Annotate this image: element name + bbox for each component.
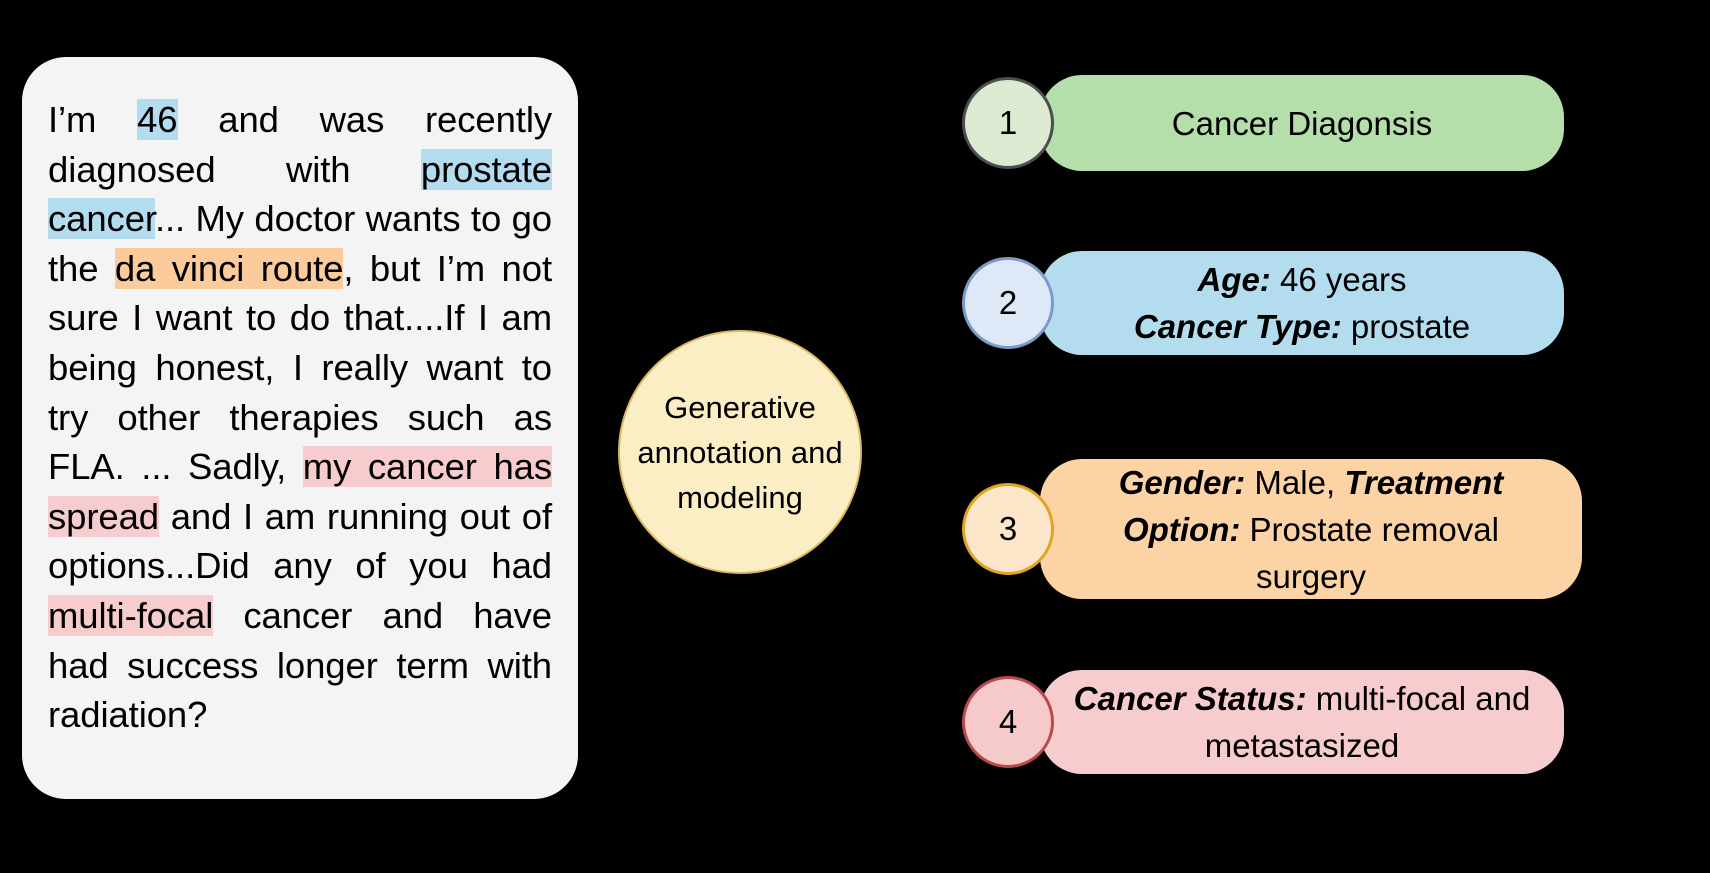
post-highlight-orange: da vinci route [114, 247, 344, 289]
output-field-value: 46 years [1270, 261, 1407, 298]
post-text-span: , but I’m not sure I want to do that....… [48, 247, 552, 488]
process-circle-label: Generative annotation and modeling [637, 389, 843, 515]
post-text-span: I’m [48, 99, 138, 140]
output-row-4: 4 Cancer Status: multi-focal and metastas… [962, 670, 1564, 774]
output-field-label: Cancer Status: [1073, 680, 1307, 717]
output-pill-4: Cancer Status: multi-focal and metastasiz… [1040, 670, 1564, 774]
output-badge-number: 4 [998, 703, 1018, 740]
output-field-value: prostate [1341, 308, 1471, 345]
output-field-value: multi-focal and [1306, 680, 1531, 717]
output-field-label: Option: [1123, 510, 1241, 548]
post-highlight-blue: 46 [137, 99, 178, 140]
output-badge-2: 2 [962, 257, 1054, 349]
output-row-1: 1 Cancer Diagonsis [962, 75, 1564, 171]
output-field-value: metastasized [1204, 727, 1400, 764]
output-badge-number: 2 [998, 284, 1018, 321]
output-field-value: Male, [1245, 463, 1345, 501]
post-text-span: cancer and have had success longer term … [48, 594, 552, 736]
output-field-label: Cancer Type: [1133, 308, 1342, 345]
output-badge-3: 3 [962, 483, 1054, 575]
output-pill-text-1: Cancer Diagonsis [1172, 100, 1432, 147]
source-post-text: I’m 46 and was recently diagnosed with p… [48, 95, 552, 740]
post-text-span: and I am running out of options...Did an… [48, 495, 552, 587]
output-pill-1: Cancer Diagonsis [1040, 75, 1564, 171]
process-circle: Generative annotation and modeling [618, 330, 862, 574]
output-field-value: surgery [1255, 557, 1367, 595]
source-post-card: I’m 46 and was recently diagnosed with p… [22, 57, 578, 799]
output-badge-4: 4 [962, 676, 1054, 768]
output-field-label: Gender: [1118, 463, 1246, 501]
post-highlight-pink: multi-focal [48, 594, 214, 636]
output-field-value: Prostate removal [1240, 510, 1499, 548]
output-pill-text-4: Cancer Status: multi-focal and metastasiz… [1074, 675, 1531, 769]
output-badge-number: 1 [998, 104, 1018, 141]
output-field-label: Treatment [1344, 463, 1504, 501]
post-text-span: ... My doctor wants to go the [48, 198, 552, 289]
output-badge-number: 3 [998, 510, 1018, 547]
output-field-value: Cancer Diagonsis [1171, 104, 1433, 142]
post-text-span: and was recently diagnosed with [48, 99, 552, 190]
output-field-label: Age: [1197, 261, 1271, 298]
output-badge-1: 1 [962, 77, 1054, 169]
